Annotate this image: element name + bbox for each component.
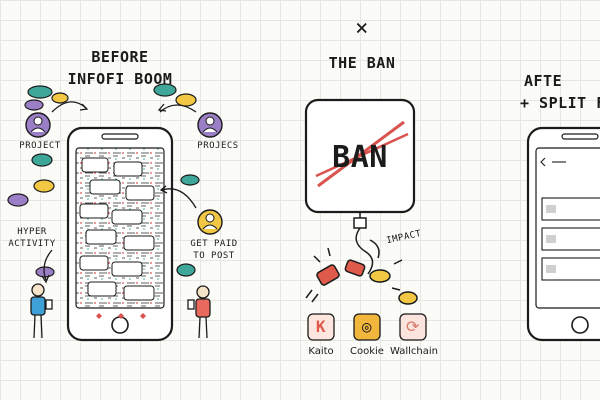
project-avatar-right-icon bbox=[198, 113, 222, 137]
person-right-icon bbox=[188, 286, 210, 338]
label-paid-line1: GET PAID bbox=[184, 238, 244, 250]
unplugged-cable-icon bbox=[306, 212, 417, 304]
cookie-logo-icon: ◎ bbox=[354, 314, 380, 340]
label-hyper-activity: HYPER ACTIVITY bbox=[4, 226, 60, 250]
label-paid-line2: TO POST bbox=[184, 250, 244, 262]
before-title: BEFORE INFOFI BOOM bbox=[48, 46, 192, 90]
after-title: AFTE + SPLIT FU bbox=[520, 70, 600, 114]
label-project-right: PROJECS bbox=[190, 140, 246, 152]
app-label-wallchain: Wallchain bbox=[388, 346, 440, 357]
label-project-left: PROJECT bbox=[12, 140, 68, 152]
kaito-logo-icon: K bbox=[308, 314, 334, 340]
after-title-line1: AFTE bbox=[520, 70, 600, 92]
before-title-line1: BEFORE bbox=[48, 46, 192, 68]
ban-title: THE BAN bbox=[300, 52, 424, 74]
before-title-line2: INFOFI BOOM bbox=[48, 68, 192, 90]
before-phone bbox=[68, 128, 172, 340]
paid-avatar-icon bbox=[198, 210, 222, 234]
project-avatar-left-icon bbox=[26, 113, 50, 137]
app-label-kaito: Kaito bbox=[301, 346, 341, 357]
ban-word: BAN bbox=[312, 140, 408, 176]
wallchain-logo-icon: ⟳ bbox=[400, 314, 426, 340]
label-hyper-line2: ACTIVITY bbox=[4, 238, 60, 250]
app-label-cookie: Cookie bbox=[346, 346, 388, 357]
label-get-paid: GET PAID TO POST bbox=[184, 238, 244, 262]
person-left-icon bbox=[31, 284, 52, 338]
after-title-line2: + SPLIT FU bbox=[520, 92, 600, 114]
label-hyper-line1: HYPER bbox=[4, 226, 60, 238]
x-mark-icon: × bbox=[350, 16, 374, 41]
after-phone bbox=[528, 128, 600, 340]
